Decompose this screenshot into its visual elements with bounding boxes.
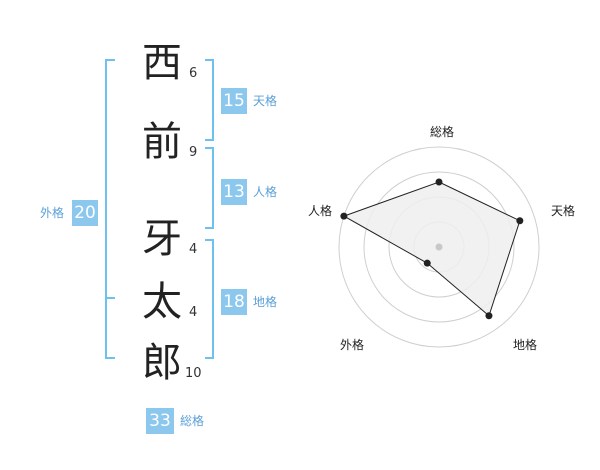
soukaku-value: 33 bbox=[146, 408, 174, 434]
radar-label-gaikaku: 外格 bbox=[339, 338, 364, 352]
jinkaku-value: 13 bbox=[221, 179, 247, 205]
radar-label-chikaku: 地格 bbox=[512, 338, 537, 352]
name-char-2-strokes: 9 bbox=[189, 145, 198, 160]
name-char-5-strokes: 10 bbox=[185, 366, 202, 381]
gaikaku-value: 20 bbox=[72, 200, 98, 226]
name-char-3: 牙 bbox=[142, 216, 182, 262]
name-char-1-strokes: 6 bbox=[189, 66, 198, 81]
radar-point-2 bbox=[516, 217, 524, 225]
tenkaku-bracket bbox=[205, 59, 214, 141]
radar-point-3 bbox=[485, 312, 493, 320]
jinkaku-label: 人格 bbox=[253, 185, 278, 199]
tenkaku-label: 天格 bbox=[253, 94, 278, 108]
radar-label-tenkaku: 天格 bbox=[550, 204, 575, 218]
radar-point-5 bbox=[340, 212, 348, 220]
chikaku-bracket bbox=[205, 239, 214, 359]
gaikaku-bracket bbox=[105, 59, 115, 359]
name-char-2: 前 bbox=[142, 119, 182, 165]
radar-label-soukaku: 総格 bbox=[429, 125, 454, 139]
tenkaku-value: 15 bbox=[221, 88, 247, 114]
gaikaku-label: 外格 bbox=[40, 206, 65, 220]
radar-grid-ring bbox=[363, 171, 515, 323]
name-char-4: 太 bbox=[142, 279, 182, 325]
radar-grid-ring bbox=[338, 146, 540, 348]
radar-series-area bbox=[342, 181, 521, 317]
name-char-5: 郎 bbox=[142, 340, 182, 386]
soukaku-label: 総格 bbox=[180, 414, 205, 428]
radar-point-4 bbox=[423, 259, 431, 267]
jinkaku-bracket bbox=[205, 147, 214, 229]
chikaku-label: 地格 bbox=[253, 295, 278, 309]
name-char-3-strokes: 4 bbox=[189, 242, 198, 257]
radar-point-1 bbox=[435, 178, 443, 186]
radar-label-jinkaku: 人格 bbox=[307, 204, 332, 218]
name-char-1: 西 bbox=[142, 40, 182, 86]
radar-center-dot bbox=[435, 243, 443, 251]
name-char-4-strokes: 4 bbox=[189, 305, 198, 320]
chikaku-value: 18 bbox=[221, 289, 247, 315]
